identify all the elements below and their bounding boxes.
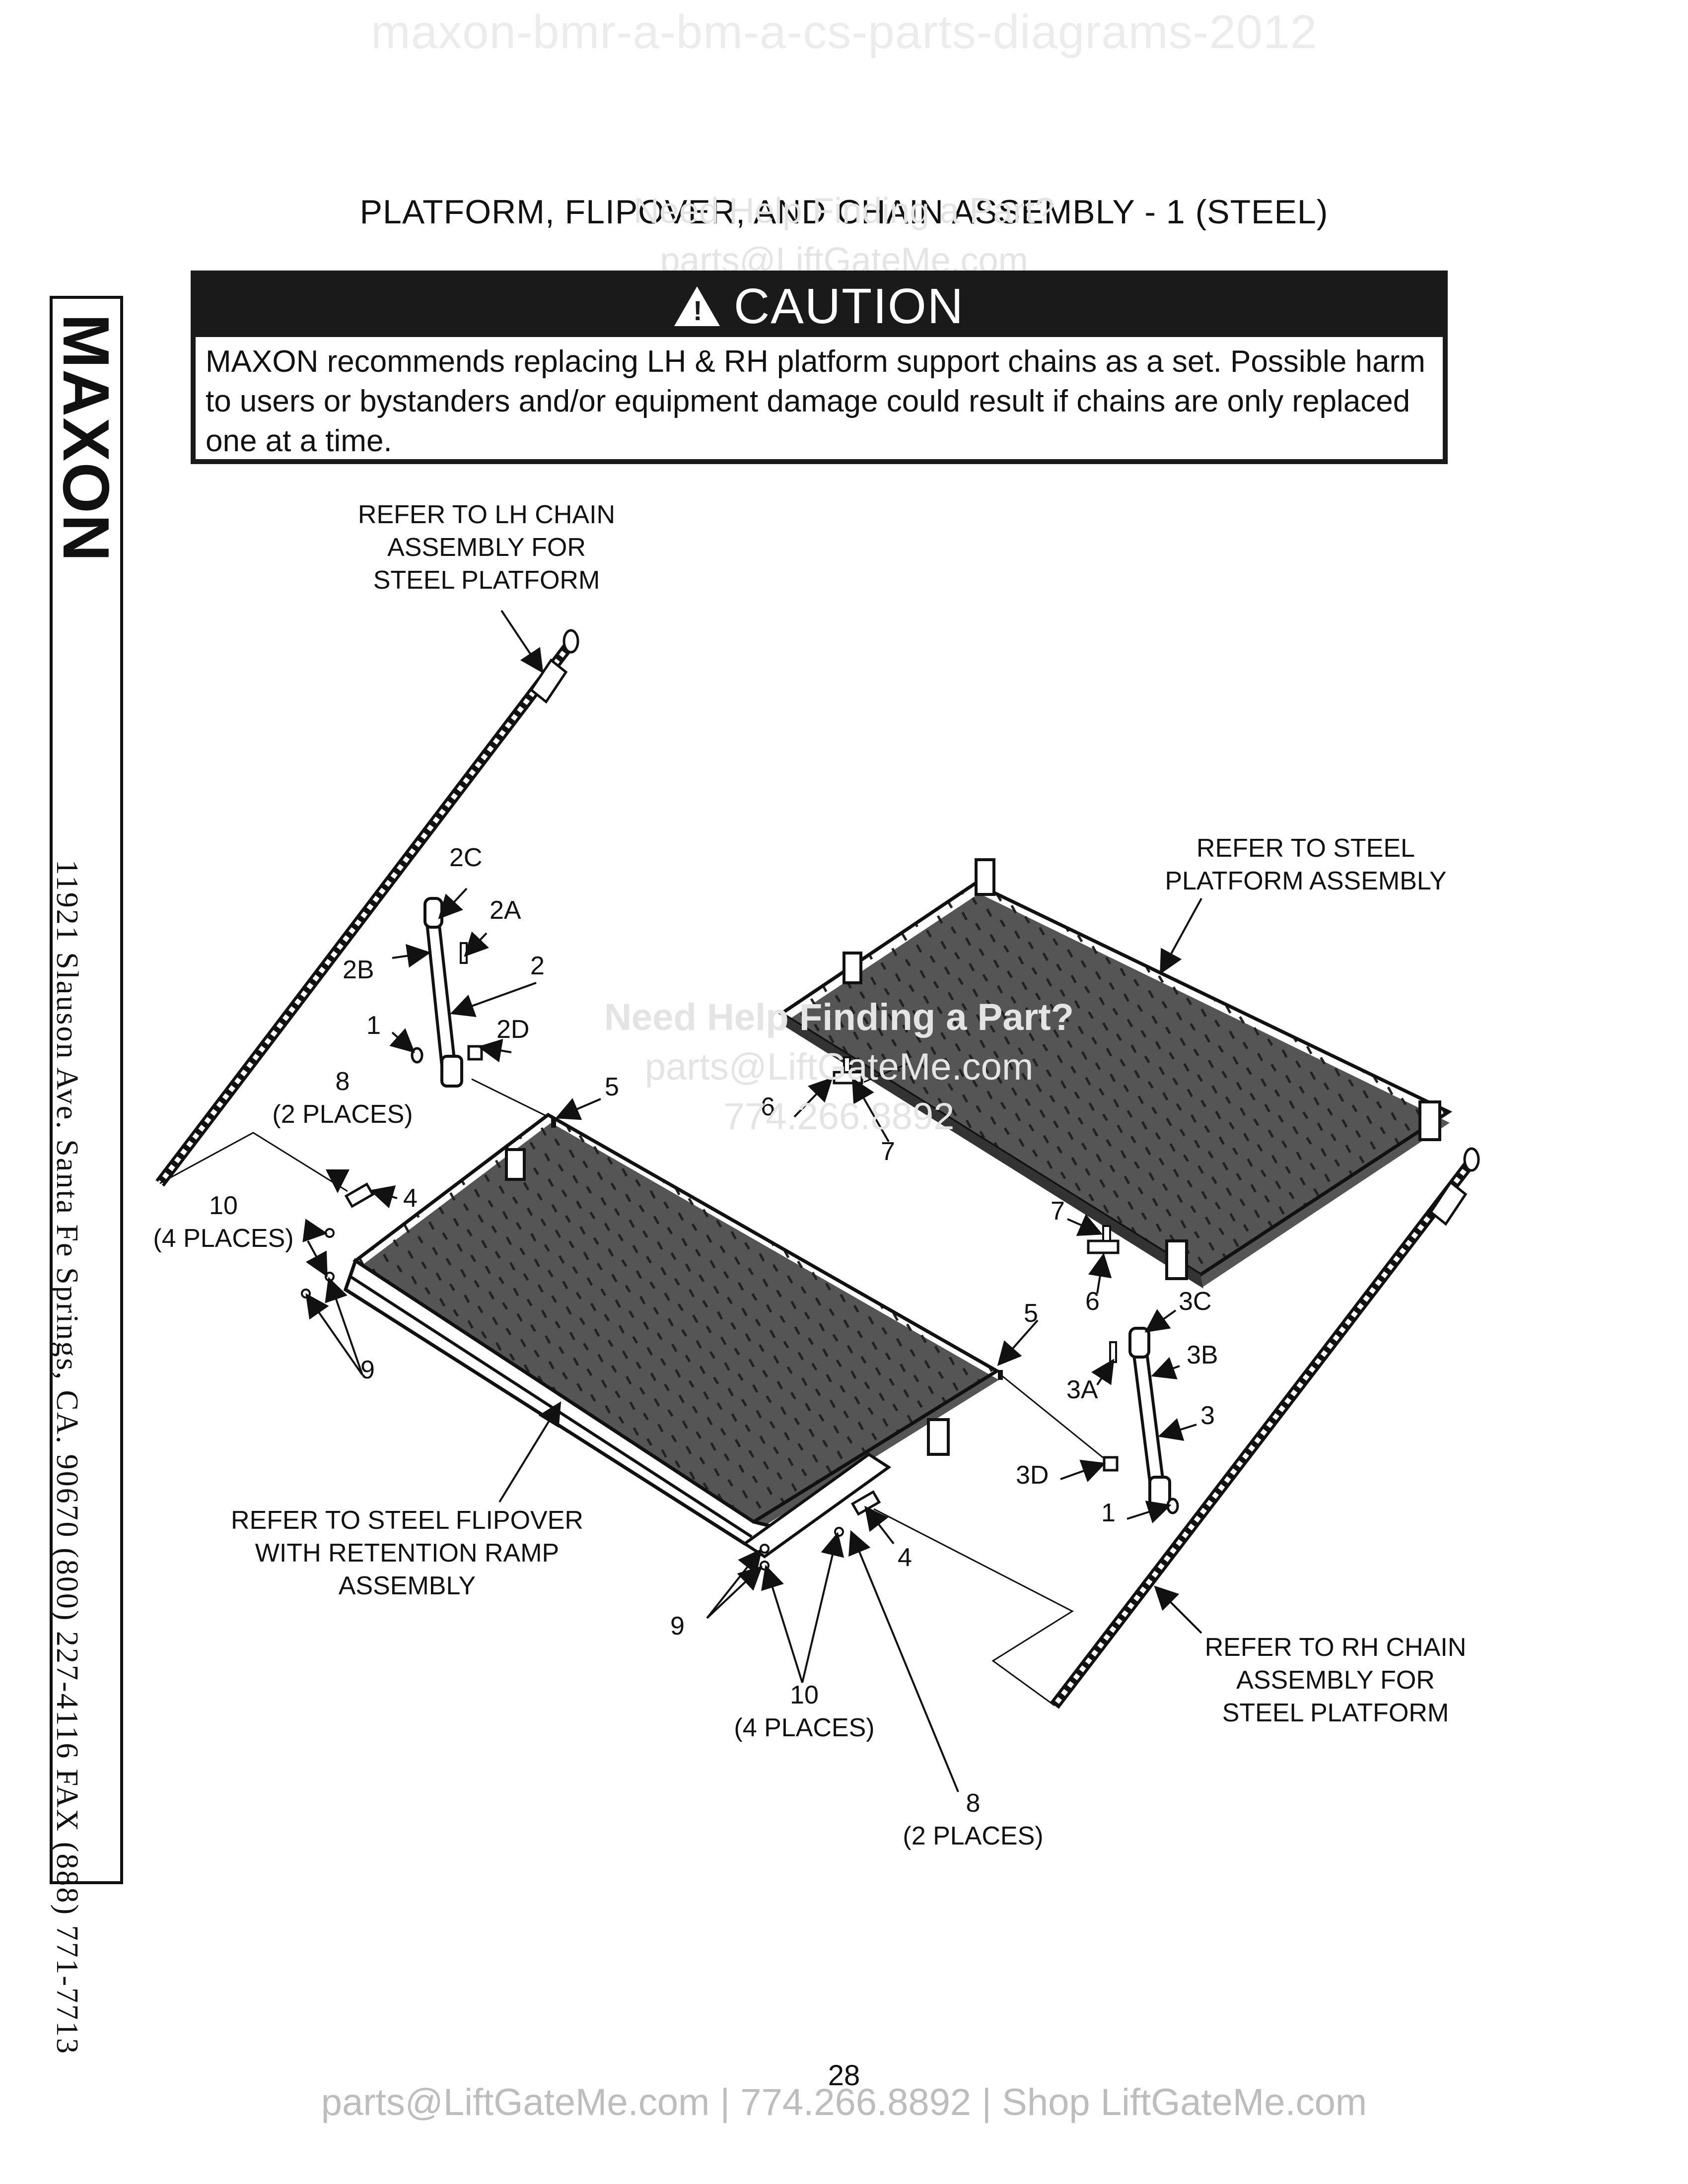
sidebar-contact: MAXON 11921 Slauson Ave. Santa Fe Spring… — [50, 296, 123, 2055]
label-line: STEEL PLATFORM — [1222, 1699, 1449, 1727]
callout-10-left: 10 (4 PLACES) — [144, 1189, 303, 1255]
callout-7-upper: 7 — [881, 1137, 895, 1166]
watermark-line: parts@LiftGateMe.com — [644, 1046, 1034, 1088]
callout-5-upper: 5 — [605, 1073, 619, 1101]
watermark-line: Need Help Finding a Part? — [604, 996, 1074, 1038]
arm-2-assembly — [411, 897, 483, 1088]
callout-8-left: 8 (2 PLACES) — [268, 1065, 417, 1131]
callout-number: 8 — [335, 1067, 350, 1096]
footer-contact: parts@LiftGateMe.com | 774.266.8892 | Sh… — [321, 2081, 1367, 2123]
label-line: PLATFORM ASSEMBLY — [1165, 867, 1447, 895]
callout-number: 8 — [966, 1789, 981, 1818]
watermark-top: maxon-bmr-a-bm-a-cs-parts-diagrams-2012 — [370, 5, 1318, 59]
caution-heading: CAUTION — [734, 278, 964, 334]
maxon-logo: MAXON — [58, 314, 117, 562]
callout-2a: 2A — [490, 896, 521, 925]
callout-5-lower: 5 — [1024, 1299, 1038, 1328]
callout-4-right: 4 — [898, 1543, 912, 1572]
callout-qty: (4 PLACES) — [153, 1224, 294, 1253]
callout-1-right: 1 — [1101, 1499, 1116, 1527]
label-line: STEEL PLATFORM — [373, 566, 600, 595]
label-flipover: REFER TO STEEL FLIPOVER WITH RETENTION R… — [204, 1504, 611, 1602]
label-line: REFER TO RH CHAIN — [1204, 1633, 1467, 1662]
callout-4-left: 4 — [403, 1184, 418, 1213]
callout-10-lower: 10 (4 PLACES) — [725, 1679, 884, 1744]
label-line: REFER TO STEEL FLIPOVER — [231, 1506, 583, 1535]
steel-flipover — [343, 1112, 1000, 1559]
callout-8-lower: 8 (2 PLACES) — [899, 1787, 1048, 1852]
caution-header: ! CAUTION — [196, 275, 1443, 337]
callout-2: 2 — [530, 952, 545, 980]
caution-text: MAXON recommends replacing LH & RH platf… — [206, 344, 1425, 458]
label-steel-platform: REFER TO STEEL PLATFORM ASSEMBLY — [1137, 832, 1475, 897]
callout-number: 10 — [790, 1681, 819, 1709]
callout-qty: (2 PLACES) — [903, 1822, 1044, 1850]
label-line: WITH RETENTION RAMP — [255, 1539, 560, 1568]
label-lh-chain: REFER TO LH CHAIN ASSEMBLY FOR STEEL PLA… — [348, 498, 626, 597]
label-line: REFER TO STEEL — [1196, 834, 1415, 863]
assembly-lines — [159, 1062, 1106, 1706]
watermark-line: Need Help Finding a Part? — [633, 191, 1055, 231]
watermark-center: Need Help Finding a Part? parts@LiftGate… — [561, 993, 1117, 1142]
label-line: ASSEMBLY — [338, 1571, 476, 1600]
label-line: ASSEMBLY FOR — [1236, 1666, 1435, 1695]
arm-3-assembly — [1087, 1225, 1179, 1514]
page-title: PLATFORM, FLIPOVER, AND CHAIN ASSEMBLY -… — [359, 193, 1329, 231]
callout-9-lower: 9 — [670, 1612, 685, 1640]
rh-chain — [1050, 1147, 1480, 1709]
caution-box: ! CAUTION MAXON recommends replacing LH … — [191, 271, 1448, 464]
lh-chain — [155, 629, 579, 1187]
label-line: REFER TO LH CHAIN — [357, 500, 616, 529]
logo-text: MAXON — [58, 314, 117, 562]
callout-6-lower: 6 — [1085, 1287, 1100, 1316]
callout-7-lower: 7 — [1051, 1197, 1065, 1226]
callout-2b: 2B — [343, 956, 374, 984]
callout-number: 10 — [209, 1191, 238, 1220]
callout-3c: 3C — [1179, 1287, 1212, 1316]
callout-6-upper: 6 — [761, 1092, 775, 1121]
label-rh-chain: REFER TO RH CHAIN ASSEMBLY FOR STEEL PLA… — [1187, 1631, 1484, 1729]
callout-2d: 2D — [496, 1015, 530, 1044]
callout-2c: 2C — [449, 843, 483, 872]
callout-3b: 3B — [1187, 1341, 1218, 1369]
callout-qty: (2 PLACES) — [272, 1100, 413, 1129]
warning-icon: ! — [674, 286, 720, 326]
callout-3a: 3A — [1066, 1375, 1098, 1404]
watermark-line: 774.266.8892 — [723, 1095, 955, 1138]
callout-1-left: 1 — [366, 1011, 381, 1040]
callout-9-left: 9 — [360, 1356, 375, 1384]
callout-qty: (4 PLACES) — [734, 1713, 875, 1742]
callout-3: 3 — [1200, 1401, 1215, 1430]
callout-3d: 3D — [1016, 1461, 1049, 1490]
leader-lines — [302, 610, 1202, 1792]
page-number: 28 — [828, 2059, 860, 2092]
label-line: ASSEMBLY FOR — [387, 533, 586, 562]
